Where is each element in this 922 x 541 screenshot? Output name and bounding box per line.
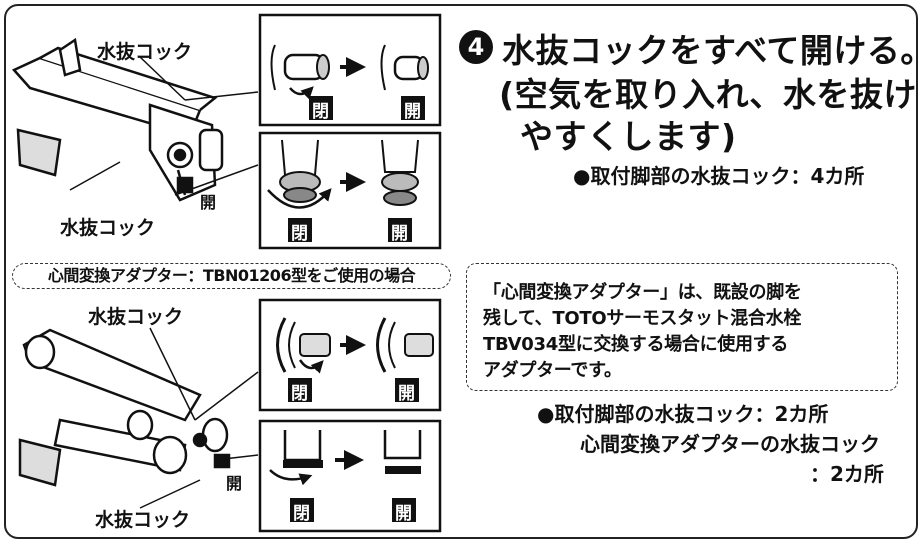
state-open-3: 開 bbox=[398, 384, 415, 404]
note-bottom-line3: ：2カ所 bbox=[810, 462, 884, 486]
detail-box-bottom-1 bbox=[258, 298, 442, 412]
state-close-3: 閉 bbox=[291, 384, 308, 404]
note-bottom-line1: ●取付脚部の水抜コック：2カ所 bbox=[537, 402, 829, 426]
step-subtitle-line2: やすくします) bbox=[520, 117, 737, 156]
state-close-2: 閉 bbox=[291, 224, 308, 244]
adapter-caption: 心間変換アダプター：TBN01206型をご使用の場合 bbox=[12, 263, 451, 289]
open-label-top: 開 bbox=[200, 193, 217, 212]
cock-label-top-2: 水抜コック bbox=[60, 217, 156, 239]
state-open-4: 開 bbox=[395, 504, 412, 524]
open-label-bottom: 開 bbox=[226, 474, 243, 493]
step-number-badge: 4 bbox=[459, 30, 493, 64]
detail-box-bottom-2 bbox=[258, 419, 442, 533]
note-top: ●取付脚部の水抜コック：4カ所 bbox=[573, 164, 865, 188]
cock-label-bottom-1: 水抜コック bbox=[88, 306, 184, 328]
info-line-1: 「心間変換アダプター」は、既設の脚を bbox=[483, 282, 802, 303]
detail-box-top-2 bbox=[258, 131, 442, 250]
info-line-3: TBV034型に交換する場合に使用する bbox=[483, 334, 789, 355]
cock-label-top-1: 水抜コック bbox=[97, 41, 193, 63]
info-line-2: 残して、TOTOサーモスタット混合水栓 bbox=[483, 308, 802, 329]
adapter-info-box: 「心間変換アダプター」は、既設の脚を 残して、TOTOサーモスタット混合水栓 T… bbox=[466, 263, 898, 391]
cock-label-bottom-2: 水抜コック bbox=[95, 509, 191, 531]
faucet-illustration-top bbox=[11, 37, 224, 202]
state-close-1: 閉 bbox=[312, 102, 329, 122]
state-open-1: 開 bbox=[404, 102, 421, 122]
step-subtitle-line1: (空気を取り入れ、水を抜け bbox=[499, 75, 917, 114]
state-close-4: 閉 bbox=[293, 504, 310, 524]
note-bottom-line2: 心間変換アダプターの水抜コック bbox=[580, 432, 880, 456]
step-title: 水抜コックをすべて開ける。 bbox=[502, 31, 922, 70]
info-line-4: アダプターです。 bbox=[483, 360, 622, 381]
state-open-2: 開 bbox=[391, 224, 408, 244]
detail-box-top-1 bbox=[258, 13, 442, 127]
faucet-illustration-bottom bbox=[18, 328, 231, 487]
